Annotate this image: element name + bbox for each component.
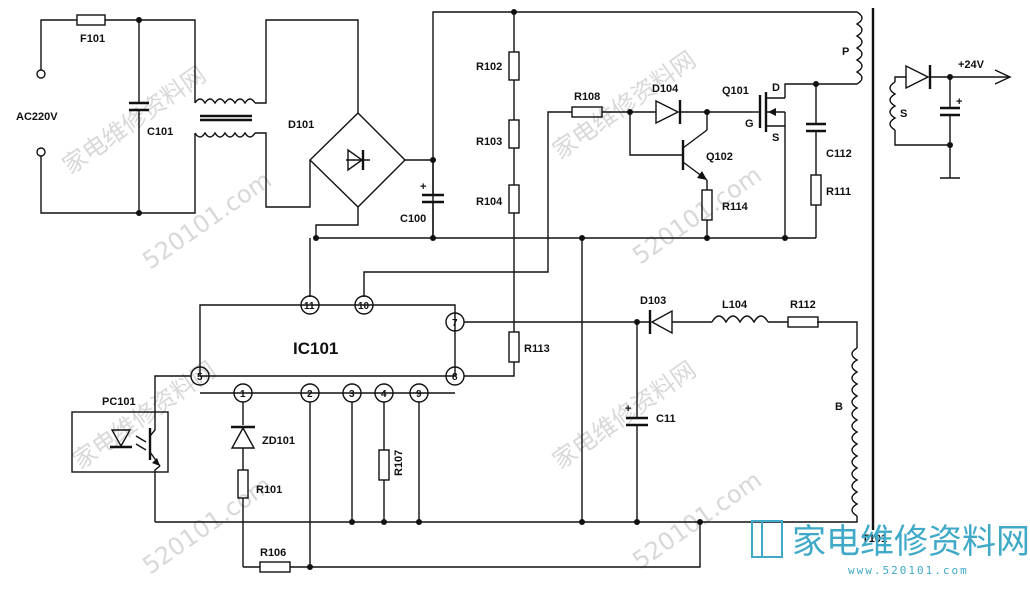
watermark-url: 520101.com	[627, 161, 766, 270]
optocoupler-body	[71, 411, 169, 473]
r107-label: R107	[393, 450, 405, 476]
c112-label: C112	[826, 148, 852, 160]
mosfet-q101: Q101 D G S C112 R111	[722, 81, 857, 238]
r106-label: R106	[260, 547, 286, 559]
ac-input-label: AC220V	[16, 111, 58, 123]
bridge-label: D101	[288, 119, 314, 131]
q102-label: Q102	[706, 151, 733, 163]
ic101-outline	[199, 304, 456, 377]
resistor-r107	[378, 449, 390, 481]
ic101: IC101 11 10 7 8 5 1 2 3 4 9 R107	[190, 238, 465, 570]
watermark-url: 520101.com	[137, 166, 276, 275]
q101-source-label: S	[772, 132, 779, 144]
q101-gate-label: G	[745, 118, 754, 130]
q101-drain-label: D	[772, 82, 780, 94]
fuse-f101	[76, 14, 106, 26]
c11-plus: +	[625, 403, 631, 415]
pin-5-label: 5	[197, 372, 203, 383]
c11-label: C11	[656, 413, 676, 425]
transformer-label: T101	[862, 533, 887, 545]
output-voltage-label: +24V	[958, 59, 985, 71]
secondary-winding	[889, 81, 897, 131]
resistor-r111	[810, 174, 822, 206]
watermark-url: 520101.com	[627, 466, 766, 575]
pin-7-label: 7	[452, 318, 458, 329]
logo-text: 家电维修资料网	[792, 522, 1030, 562]
pin-3-label: 3	[349, 389, 355, 400]
pin-2-label: 2	[307, 389, 313, 400]
hv-bus: + C100	[313, 9, 857, 241]
aux-winding-b	[851, 347, 859, 517]
c101-label: C101	[147, 126, 173, 138]
r101-label: R101	[256, 484, 282, 496]
resistor-r103	[508, 119, 520, 149]
r114-label: R114	[722, 201, 749, 213]
pin-11-label: 11	[304, 301, 315, 312]
optocoupler-pc101: PC101	[71, 375, 191, 522]
site-logo: 家电维修资料网 www.520101.com	[751, 520, 1030, 577]
primary-label: P	[842, 46, 849, 58]
r113-label: R113	[524, 343, 550, 355]
r111-label: R111	[826, 186, 851, 198]
watermark-cn: 家电维修资料网	[57, 61, 211, 180]
transformer-t101: P S +24V + B T101	[155, 8, 1012, 545]
r108-label: R108	[574, 91, 600, 103]
r102-label: R102	[476, 61, 502, 73]
pc101-label: PC101	[102, 396, 136, 408]
q101-label: Q101	[722, 85, 749, 97]
zd101-label: ZD101	[262, 435, 295, 447]
pin-11	[300, 295, 320, 315]
secondary-label: S	[900, 108, 907, 120]
zener-network: ZD101 R101 R106	[230, 402, 310, 573]
d104-label: D104	[652, 83, 679, 95]
aux-supply: D103 L104 R112 + C11	[309, 238, 819, 568]
resistor-r104	[508, 184, 520, 214]
pin-8	[445, 366, 465, 386]
l104-label: L104	[722, 299, 748, 311]
resistor-r112	[787, 316, 819, 328]
bridge-rectifier-d101: D101	[288, 112, 433, 238]
aux-winding-label: B	[835, 401, 843, 413]
choke-bottom-winding	[194, 131, 256, 138]
resistor-r106	[259, 561, 291, 573]
ac-terminal-bottom	[36, 147, 46, 157]
ac-terminal-top	[36, 69, 46, 79]
ac-input-section: AC220V F101 C101	[16, 14, 359, 216]
resistor-r113	[508, 331, 520, 363]
inductor-l104	[711, 315, 769, 324]
ic101-label: IC101	[293, 339, 338, 358]
r112-label: R112	[790, 299, 816, 311]
pin-4-label: 4	[381, 389, 387, 400]
resistor-r102	[508, 51, 520, 81]
r104-label: R104	[476, 196, 503, 208]
c100-plus: +	[420, 181, 426, 193]
d103-label: D103	[640, 295, 666, 307]
pin-7	[445, 312, 465, 332]
pin-10	[354, 295, 374, 315]
pin-1-label: 1	[240, 389, 246, 400]
fuse-label: F101	[80, 33, 105, 45]
c100-label: C100	[400, 213, 426, 225]
choke-top-winding	[194, 98, 256, 105]
output-cap-plus: +	[956, 96, 962, 108]
primary-winding	[855, 11, 863, 85]
r103-label: R103	[476, 136, 502, 148]
pin-8-label: 8	[452, 372, 458, 383]
logo-url: www.520101.com	[848, 564, 969, 577]
pin-10-label: 10	[358, 301, 370, 312]
watermark-cn: 家电维修资料网	[547, 356, 701, 475]
logo-mark	[751, 520, 783, 558]
watermark-cn: 家电维修资料网	[547, 46, 701, 165]
gate-drive: R108 D104 Q102 R114	[363, 83, 752, 297]
pin-9-label: 9	[416, 389, 422, 400]
